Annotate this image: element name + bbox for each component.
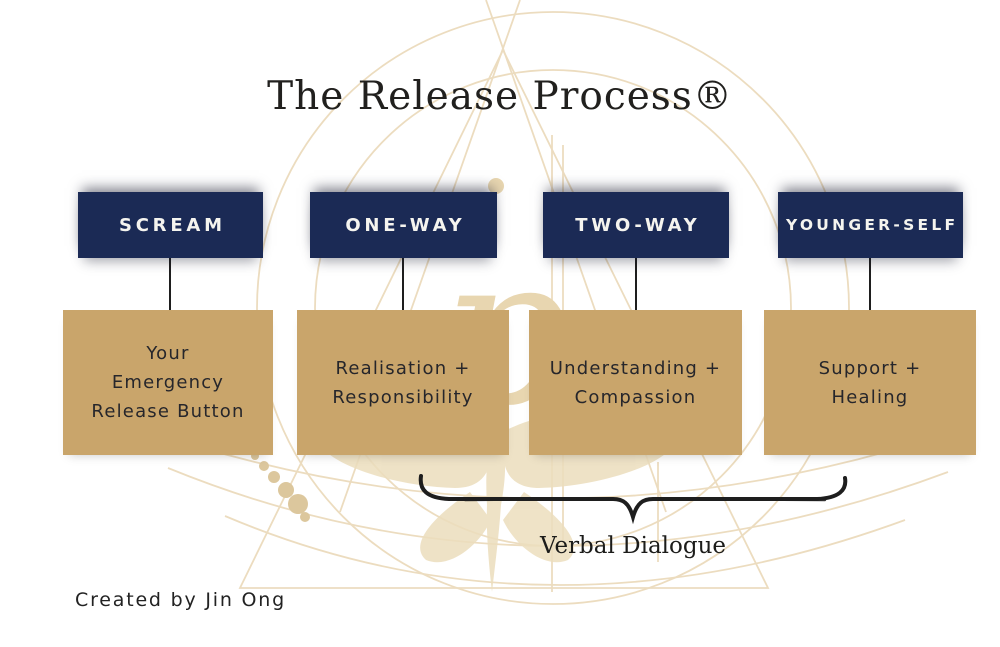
- page-title: The Release Process®: [267, 74, 733, 119]
- description-line: Release Button: [91, 401, 245, 422]
- description-box-scream: Your Emergency Release Button: [63, 310, 273, 455]
- stage-label: YOUNGER-SELF: [785, 216, 959, 234]
- description-line: Responsibility: [332, 386, 474, 408]
- brace-label: Verbal Dialogue: [539, 533, 727, 559]
- stage-box-one-way: ONE-WAY: [310, 192, 497, 258]
- stage-box-scream: SCREAM: [78, 192, 263, 258]
- net-arc-icon: [224, 515, 906, 586]
- description-box-two-way: Understanding + Compassion: [529, 310, 742, 455]
- connector-line: [169, 258, 171, 310]
- circle-geometry-icon: [256, 11, 850, 605]
- connector-line: [635, 258, 637, 310]
- description-box-younger-self: Support + Healing: [764, 310, 976, 455]
- bead-chain-icon: [244, 443, 310, 522]
- description-line: Your: [146, 343, 190, 364]
- description-line: Healing: [831, 386, 909, 408]
- stage-box-two-way: TWO-WAY: [543, 192, 729, 258]
- description-box-one-way: Realisation + Responsibility: [297, 310, 509, 455]
- description-line: Support +: [818, 357, 922, 379]
- description-line: Emergency: [111, 372, 225, 393]
- description-line: Compassion: [574, 386, 697, 408]
- credit-text: Created by Jin Ong: [75, 589, 286, 611]
- connector-line: [869, 258, 871, 310]
- stage-label: TWO-WAY: [575, 214, 701, 236]
- curly-brace-icon: [418, 474, 848, 525]
- connector-line: [402, 258, 404, 310]
- stage-label: ONE-WAY: [345, 214, 466, 236]
- description-line: Realisation +: [335, 357, 471, 379]
- description-line: Understanding +: [549, 357, 722, 379]
- stage-box-younger-self: YOUNGER-SELF: [778, 192, 963, 258]
- stage-label: SCREAM: [118, 214, 226, 236]
